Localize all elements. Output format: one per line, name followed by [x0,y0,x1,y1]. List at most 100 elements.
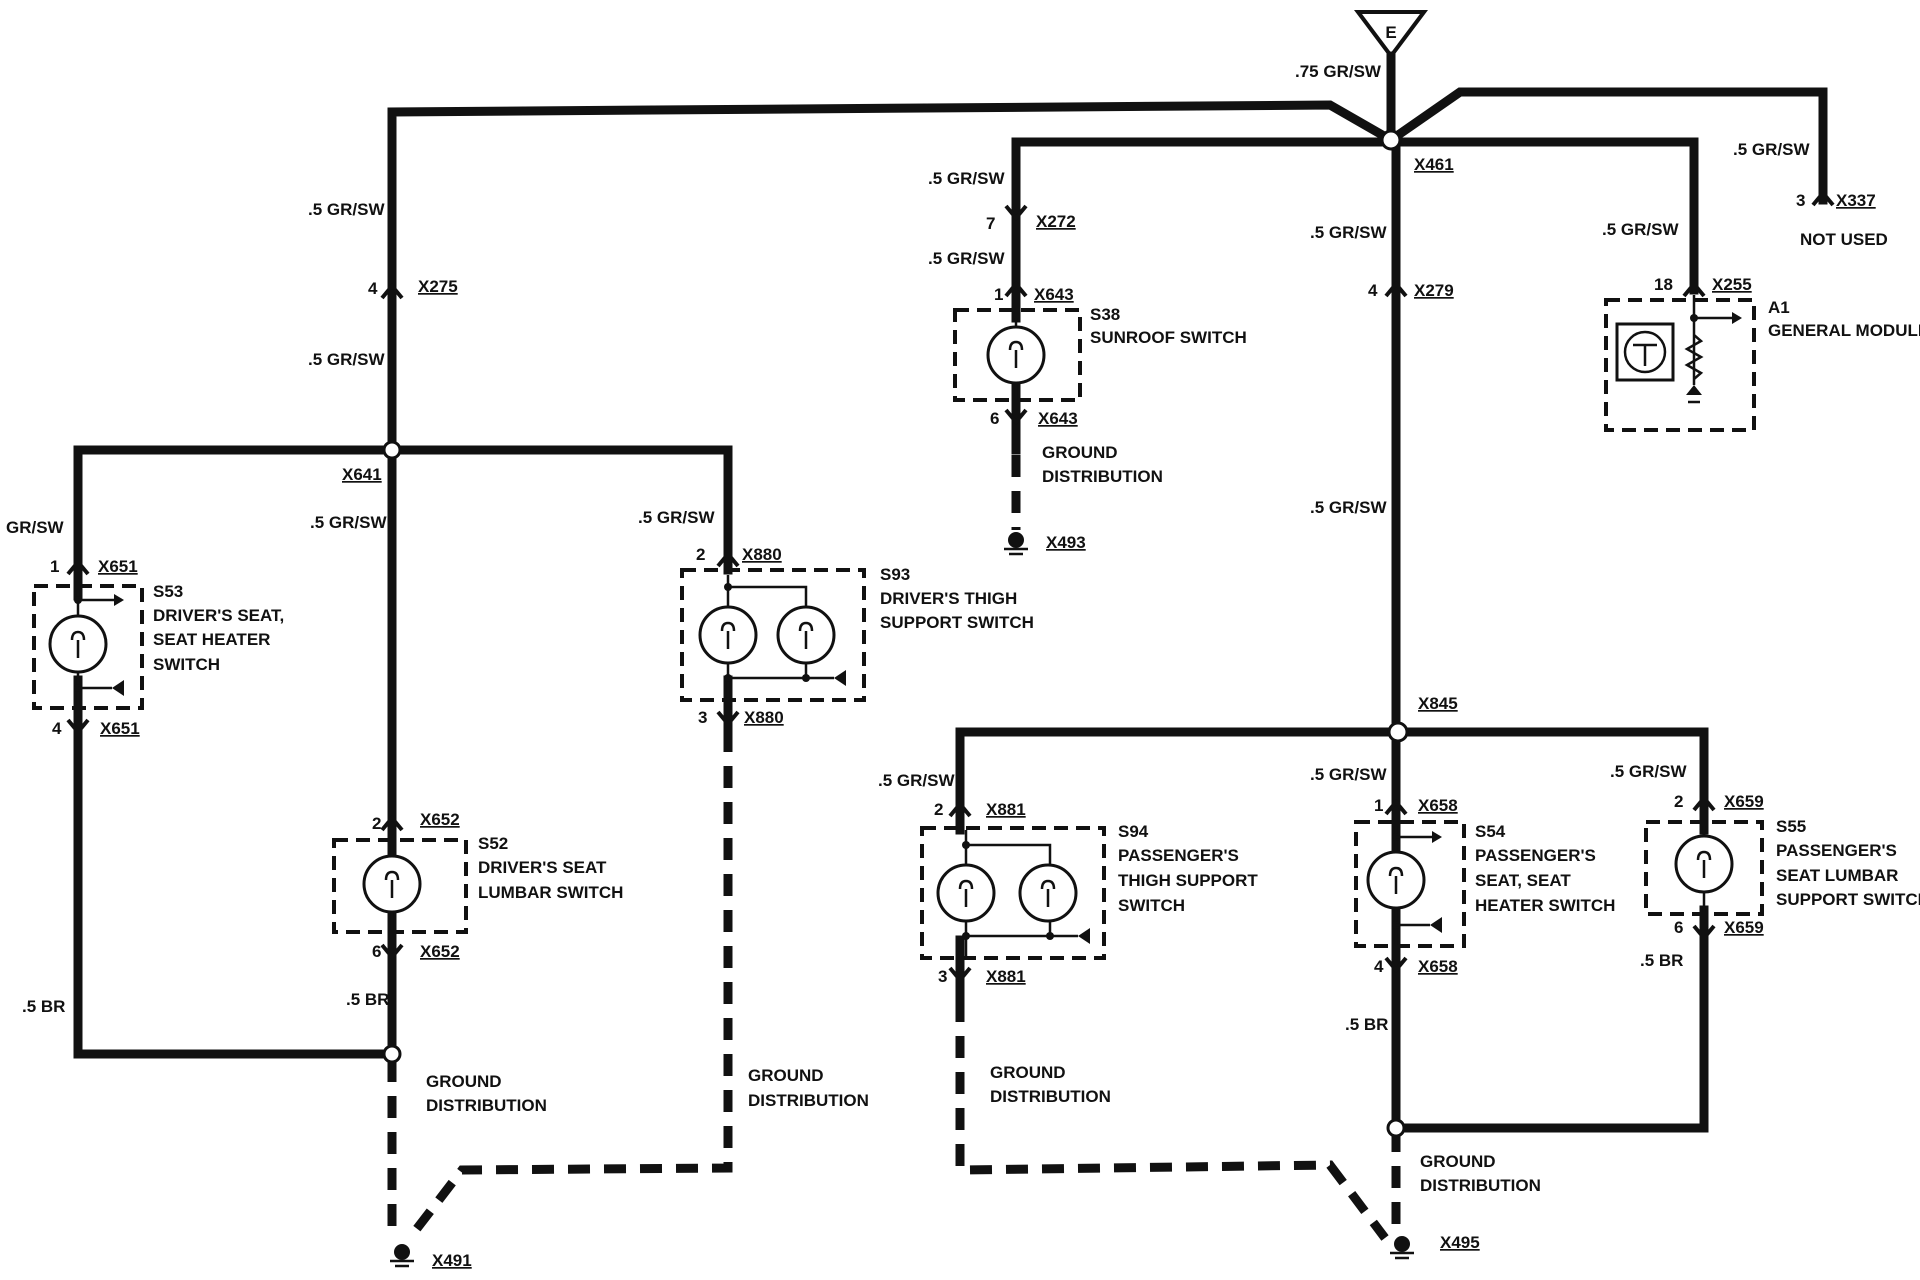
connector-label: X279 [1414,281,1454,300]
component-name: PASSENGER'S [1475,846,1596,865]
junction-x641 [382,440,402,460]
ground-icon [1004,532,1028,556]
component-name: SWITCH [153,655,220,674]
pin-number: 2 [696,545,705,564]
wire-label: .5 GR/SW [1610,762,1687,781]
ground-label: DISTRIBUTION [990,1087,1111,1106]
wire-label: .5 GR/SW [308,350,385,369]
resistor-icon [1684,334,1704,380]
chevron-x658-in [1384,798,1408,816]
connector-label: X491 [432,1251,472,1270]
arrow-icon [112,680,124,696]
component-s52 [332,838,468,934]
connector-label: X495 [1440,1233,1480,1252]
component-name: PASSENGER'S [1118,846,1239,865]
connector-label: X275 [418,277,458,296]
source-connector-e: E [1354,10,1428,60]
arrow-icon [1430,917,1442,933]
component-id: S54 [1475,822,1506,841]
connector-label: X658 [1418,796,1458,815]
component-name: DRIVER'S THIGH [880,589,1017,608]
ground-wire-x495-a [955,1000,1389,1241]
connector-label: X652 [420,942,460,961]
connector-label: X880 [742,545,782,564]
connector-label: X461 [1414,155,1454,174]
pin-number: 3 [1796,191,1805,210]
component-name: DRIVER'S SEAT [478,858,607,877]
wire-label: .5 GR/SW [1310,223,1387,242]
connector-label: X272 [1036,212,1076,231]
wire-label: GR/SW [6,518,65,537]
component-id: S53 [153,582,183,601]
component-id: S52 [478,834,508,853]
component-id: S94 [1118,822,1149,841]
pin-number: 6 [1674,918,1683,937]
component-name: SUPPORT SWITCH [880,613,1034,632]
ground-icon [390,1244,414,1268]
chevron-x651-in [66,558,90,576]
component-name: SUPPORT SWITCH [1776,890,1920,909]
connector-label: X659 [1724,792,1764,811]
chevron-x272 [1004,204,1028,222]
junctions [382,129,1409,1138]
pin-number: 1 [50,557,59,576]
wire-label: .5 GR/SW [928,249,1005,268]
chevron-x652-out [380,943,404,961]
chevron-x651-out [66,718,90,736]
arrow-icon [834,670,846,686]
component-id: A1 [1768,298,1790,317]
component-name: SWITCH [1118,896,1185,915]
component-s38 [953,308,1082,402]
module-chip-icon [1615,322,1675,382]
chevron-x279 [1384,280,1408,298]
junction-x845 [1387,721,1409,743]
connector-label: X659 [1724,918,1764,937]
pin-number: 6 [990,409,999,428]
ground-label: GROUND [990,1063,1066,1082]
ground-symbols [390,532,1414,1268]
connector-label: X643 [1038,409,1078,428]
component-id: S55 [1776,817,1806,836]
wire-label: .5 BR [22,997,65,1016]
junction-x495-splice [1386,1118,1406,1138]
arrow-icon [1078,928,1090,944]
component-s54 [1354,820,1466,948]
ground-label: DISTRIBUTION [1042,467,1163,486]
chevron-x881-in [948,800,972,818]
chevron-x658-out [1384,956,1408,974]
component-name: DRIVER'S SEAT, [153,606,284,625]
arrow-icon [1432,831,1442,843]
connector-label: X845 [1418,694,1458,713]
ground-distribution-wires [387,455,1401,1241]
chevron-x643-out [1004,408,1028,426]
module-gauge-icon [1623,330,1667,374]
source-connector-label: E [1385,23,1396,42]
ground-label: GROUND [426,1072,502,1091]
pin-number: 2 [934,800,943,819]
chevron-x881-out [948,966,972,984]
junction-x461 [1380,129,1402,151]
wire-label: .5 GR/SW [1310,498,1387,517]
component-name: SEAT, SEAT [1475,871,1571,890]
pin-number: 3 [938,967,947,986]
ground-label: GROUND [1420,1152,1496,1171]
component-id: S38 [1090,305,1120,324]
arrow-icon [114,594,124,606]
chevron-x643-in [1004,280,1028,298]
connector-label: X643 [1034,285,1074,304]
component-name: SUNROOF SWITCH [1090,328,1247,347]
wire-labels: .75 GR/SW .5 GR/SW .5 GR/SW .5 GR/SW .5 … [6,62,1810,1034]
connector-labels: X461 3 X337 NOT USED 7 X272 1 X643 6 X64… [50,155,1888,1270]
chevron-x275 [380,282,404,300]
chevron-x255 [1682,280,1706,298]
chevron-x337 [1811,189,1835,207]
connector-label: X641 [342,465,382,484]
connector-label: X493 [1046,533,1086,552]
pin-number: 2 [372,814,381,833]
ground-wire-x491-b [408,730,733,1238]
wire-label: .5 GR/SW [928,169,1005,188]
connector-chevrons [66,189,1835,984]
component-name: PASSENGER'S [1776,841,1897,860]
wire-label: .75 GR/SW [1295,62,1382,81]
